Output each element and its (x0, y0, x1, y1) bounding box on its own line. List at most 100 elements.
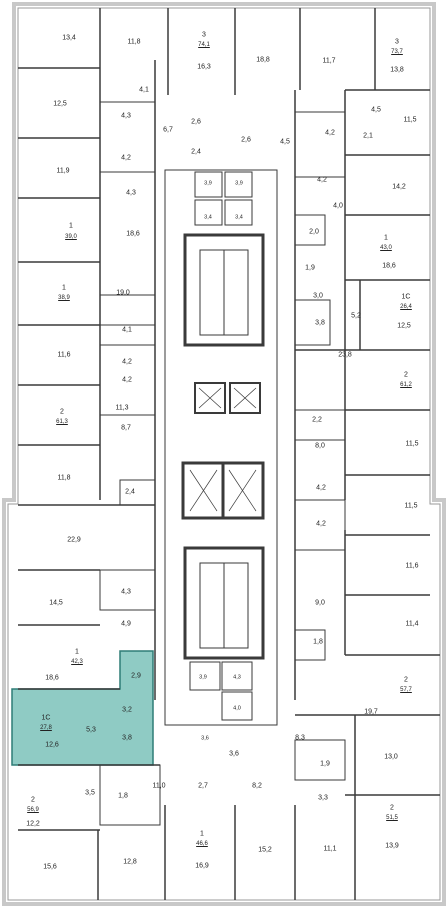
room-area: 2,7 (198, 782, 208, 790)
room-area: 2,6 (241, 136, 251, 144)
apartment-area-label[interactable]: 61,2 (400, 382, 412, 388)
apartment-rooms-label[interactable]: 3 (395, 38, 399, 46)
room-area: 22,9 (67, 536, 81, 544)
room-area: 8,2 (252, 782, 262, 790)
apartment-area-label[interactable]: 42,3 (71, 659, 83, 665)
room-area: 3,9 (235, 180, 243, 187)
room-area: 16,3 (197, 63, 211, 71)
room-area: 3,9 (204, 180, 212, 187)
room-area: 13,8 (390, 66, 404, 74)
room-area: 4,0 (233, 705, 241, 712)
apartment-rooms-label[interactable]: 3 (202, 31, 206, 39)
room-area: 14,5 (49, 599, 63, 607)
apartment-area-label[interactable]: 74,1 (198, 42, 210, 48)
room-area: 1,9 (305, 264, 315, 272)
apartment-area-label[interactable]: 43,0 (380, 245, 392, 251)
room-area: 11,8 (127, 38, 141, 46)
room-area: 3,4 (204, 214, 212, 221)
apartment-rooms-label[interactable]: 2 (60, 408, 64, 416)
apartment-rooms-label[interactable]: 2 (31, 796, 35, 804)
selected-apartment-rooms-label[interactable]: 1С (41, 714, 51, 722)
room-area: 3,0 (313, 292, 323, 300)
facade-inner (7, 7, 441, 901)
left-bathrooms (99, 101, 161, 826)
room-area: 2,2 (312, 416, 322, 424)
room-area: 2,0 (309, 228, 319, 236)
room-area: 8,7 (121, 424, 131, 432)
room-area: 3,5 (85, 789, 95, 797)
apartment-area-label[interactable]: 26,4 (400, 304, 412, 310)
room-area: 11,0 (152, 782, 166, 790)
room-area: 5,2 (351, 312, 361, 320)
room-area: 9,0 (315, 599, 325, 607)
room-area: 13,0 (384, 753, 398, 761)
room-area: 4,5 (280, 138, 290, 146)
room-area: 11,4 (405, 620, 419, 628)
room-area: 4,2 (317, 176, 327, 184)
room-area: 18,8 (256, 56, 270, 64)
room-area: 4,2 (316, 484, 326, 492)
room-area: 11,1 (323, 845, 337, 853)
corridor-service-rooms (189, 171, 253, 721)
room-area: 15,6 (43, 863, 57, 871)
room-area: 2,9 (131, 672, 141, 680)
right-bathrooms (294, 111, 346, 781)
room-area: 11,3 (115, 404, 129, 412)
apartment-rooms-label[interactable]: 2 (404, 371, 408, 379)
room-area: 2,1 (363, 132, 373, 140)
apartment-area-label[interactable]: 39,0 (65, 234, 77, 240)
room-area: 3,6 (229, 750, 239, 758)
room-area: 11,6 (57, 351, 71, 359)
room-area: 6,7 (163, 126, 173, 134)
room-area: 4,2 (122, 358, 132, 366)
apartment-rooms-label[interactable]: 2 (390, 804, 394, 812)
room-area: 12,5 (53, 100, 67, 108)
room-area: 11,7 (322, 57, 336, 65)
room-area: 13,4 (62, 34, 76, 42)
apartment-rooms-label[interactable]: 1 (200, 830, 204, 838)
room-area: 11,5 (403, 116, 417, 124)
room-area: 19,0 (116, 289, 130, 297)
room-area: 4,3 (126, 189, 136, 197)
left-wing-walls (18, 8, 296, 900)
apartment-rooms-label[interactable]: 1С (401, 293, 411, 301)
apartment-area-label[interactable]: 56,9 (27, 807, 39, 813)
apartment-rooms-label[interactable]: 1 (69, 222, 73, 230)
apartment-area-label[interactable]: 38,9 (58, 295, 70, 301)
room-area: 8,0 (315, 442, 325, 450)
apartment-area-label[interactable]: 73,7 (391, 49, 403, 55)
room-area: 4,2 (121, 154, 131, 162)
apartment-area-label[interactable]: 57,7 (400, 687, 412, 693)
stair-lift-core (181, 233, 265, 660)
room-area: 18,6 (45, 674, 59, 682)
room-area: 12,2 (26, 820, 40, 828)
room-area: 12,6 (45, 741, 59, 749)
apartment-rooms-label[interactable]: 1 (384, 234, 388, 242)
room-area: 11,6 (405, 562, 419, 570)
room-area: 13,9 (385, 842, 399, 850)
room-area: 4,2 (325, 129, 335, 137)
room-area: 4,2 (316, 520, 326, 528)
room-area: 4,0 (333, 202, 343, 210)
selected-apartment-area-label[interactable]: 27,8 (40, 725, 52, 731)
room-area: 23,8 (338, 351, 352, 359)
room-area: 12,5 (397, 322, 411, 330)
room-area: 4,3 (121, 588, 131, 596)
room-area: 14,2 (392, 183, 406, 191)
apartment-area-label[interactable]: 61,3 (56, 419, 68, 425)
room-area: 18,6 (382, 262, 396, 270)
apartment-area-label[interactable]: 51,5 (386, 815, 398, 821)
room-area: 1,8 (118, 792, 128, 800)
room-area: 4,5 (371, 106, 381, 114)
apartment-rooms-label[interactable]: 1 (62, 284, 66, 292)
room-area: 4,2 (122, 376, 132, 384)
room-area: 15,2 (258, 846, 272, 854)
room-area: 3,3 (318, 794, 328, 802)
apartment-rooms-label[interactable]: 1 (75, 648, 79, 656)
room-area: 11,5 (404, 502, 418, 510)
apartment-rooms-label[interactable]: 2 (404, 676, 408, 684)
apartment-area-label[interactable]: 46,6 (196, 841, 208, 847)
central-corridor (164, 169, 278, 726)
